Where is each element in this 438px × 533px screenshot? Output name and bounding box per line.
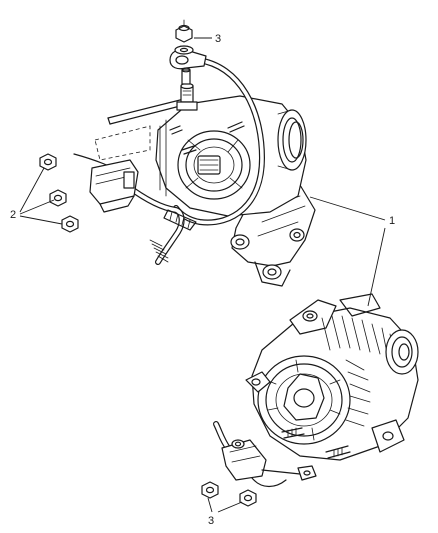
callout-2: 2: [10, 209, 16, 221]
callout-1: 1: [389, 215, 395, 227]
leader-lines: [19, 37, 386, 513]
nut-2a: [39, 153, 57, 171]
engine-rod: [107, 97, 189, 125]
engine-reference-outline: [94, 125, 151, 161]
callout-3-top: 3: [215, 33, 221, 45]
lower-studs: [281, 427, 351, 459]
wiring-harness: [119, 179, 197, 265]
lower-alternator-body: [245, 293, 419, 461]
stud-bolt: [181, 67, 191, 85]
regulator-connector: [89, 159, 139, 213]
lower-wiring-harness: [213, 421, 317, 488]
lower-alternator-assembly: [201, 293, 419, 507]
callout-3-bottom: 3: [208, 515, 214, 527]
nut-2c: [61, 215, 79, 233]
nut-2b: [49, 189, 67, 207]
lower-nut-b: [239, 489, 257, 507]
b-plus-terminal-stud: [176, 82, 198, 111]
upper-alternator-body: [155, 95, 307, 217]
upper-alternator-assembly: [39, 19, 316, 287]
top-nut: [175, 19, 193, 43]
lower-nut-a: [201, 481, 219, 499]
top-washer: [174, 45, 194, 55]
